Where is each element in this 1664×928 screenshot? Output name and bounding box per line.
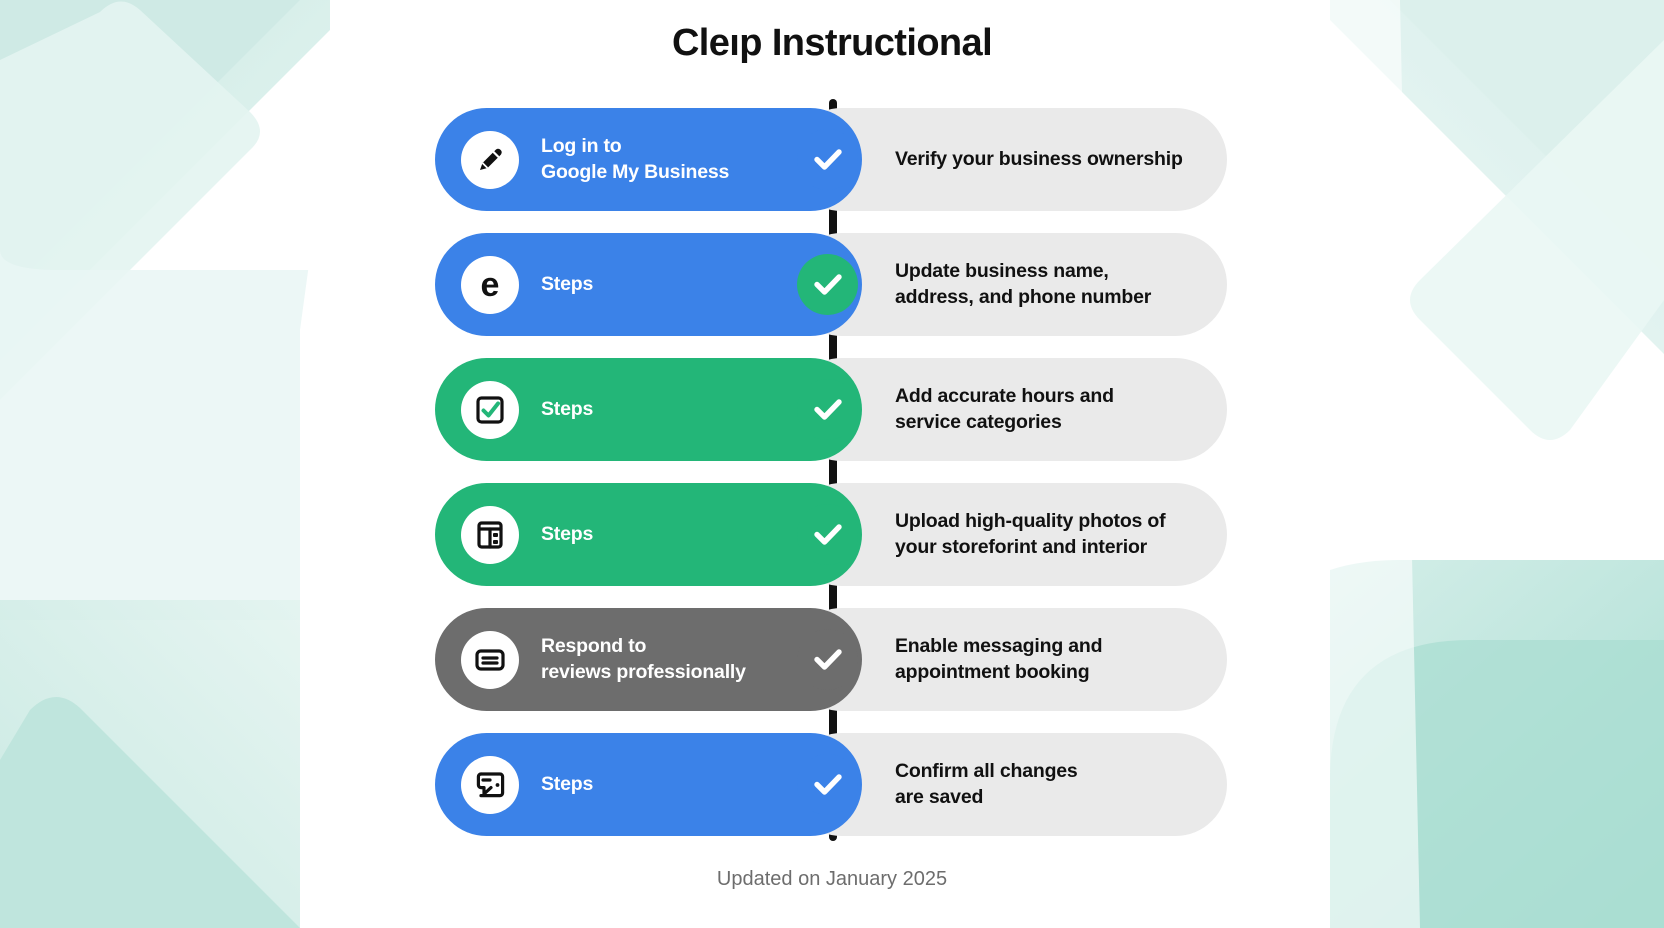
chat-bubble-icon: [461, 755, 519, 814]
svg-text:e: e: [481, 266, 500, 304]
timeline-row: Add accurate hours and service categorie…: [0, 358, 1664, 461]
timeline-row: Update business name, address, and phone…: [0, 233, 1664, 336]
timeline-row: Verify your business ownership Log in to …: [0, 108, 1664, 211]
check-icon[interactable]: [797, 254, 858, 315]
letter-e-icon: e: [461, 255, 519, 314]
row-detail-text: Add accurate hours and service categorie…: [895, 384, 1114, 433]
layout-columns-icon: [461, 505, 519, 564]
footer-updated-note: Updated on January 2025: [716, 868, 948, 890]
row-detail-text: Upload high-quality photos of your store…: [895, 509, 1166, 558]
check-icon[interactable]: [797, 754, 858, 815]
row-detail-text: Confirm all changes are saved: [895, 759, 1078, 808]
row-step-label: Log in to Google My Business: [541, 134, 730, 183]
checkbox-icon: [461, 380, 519, 439]
check-icon[interactable]: [797, 504, 858, 565]
timeline-row: Enable messaging and appointment booking…: [0, 608, 1664, 711]
check-icon[interactable]: [797, 379, 858, 440]
timeline-row: Upload high-quality photos of your store…: [0, 483, 1664, 586]
row-step-label: Steps: [541, 522, 594, 545]
row-detail-text: Verify your business ownership: [895, 147, 1183, 170]
row-detail-text: Enable messaging and appointment booking: [895, 634, 1103, 683]
row-step-label: Respond to reviews professionally: [541, 634, 746, 683]
row-step-label: Steps: [541, 272, 594, 295]
check-icon[interactable]: [797, 129, 858, 190]
timeline-row: Confirm all changes are saved Steps: [0, 733, 1664, 836]
timeline-rows: Verify your business ownership Log in to …: [0, 108, 1664, 858]
row-step-label: Steps: [541, 772, 594, 795]
message-lines-icon: [461, 630, 519, 689]
row-step-label: Steps: [541, 397, 594, 420]
row-detail-text: Update business name, address, and phone…: [895, 259, 1152, 308]
pencil-icon: [461, 130, 519, 189]
page-title: Cleıp Instructional: [671, 22, 993, 64]
check-icon[interactable]: [797, 629, 858, 690]
